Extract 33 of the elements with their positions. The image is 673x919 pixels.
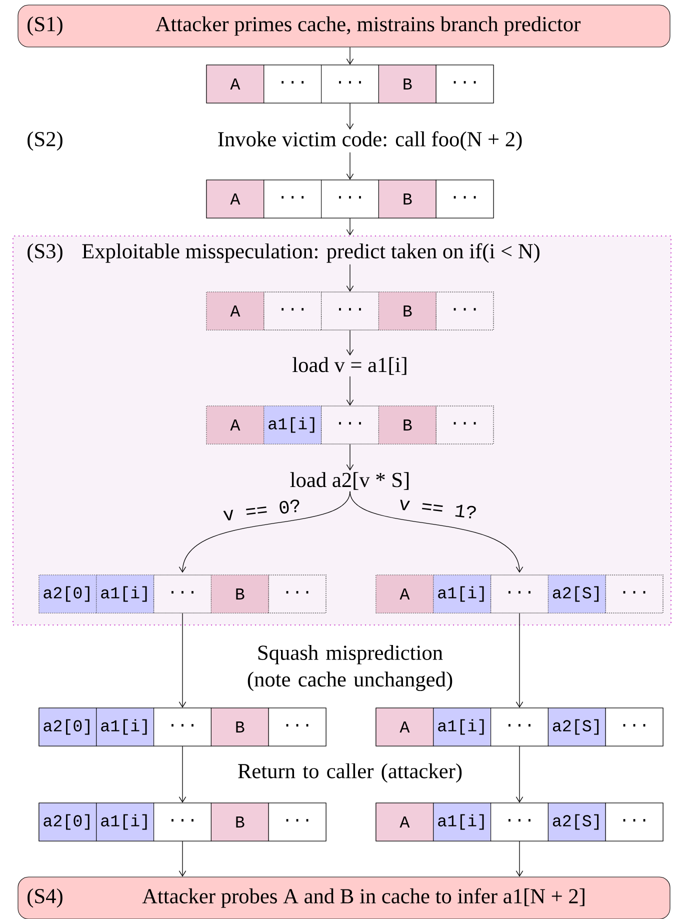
arrow bbox=[346, 330, 354, 356]
arrow bbox=[350, 491, 524, 573]
step-number: (S2) bbox=[28, 131, 62, 151]
arrow bbox=[346, 152, 354, 180]
note-text: Squash misprediction (note cache unchanged) bbox=[248, 644, 452, 692]
step-text: load v = a1[i] bbox=[292, 357, 406, 375]
cache-row bbox=[206, 292, 494, 330]
cache-row bbox=[206, 406, 494, 444]
arrow bbox=[346, 444, 354, 471]
arrow bbox=[516, 840, 524, 877]
arrow bbox=[178, 612, 186, 708]
note-text: Return to caller (attacker) bbox=[238, 763, 462, 783]
speculation-region bbox=[12, 235, 672, 626]
step-box: (S1) Attacker primes cache, mistrains branch predictor bbox=[18, 4, 670, 48]
step-number: (S3) bbox=[28, 243, 62, 263]
arrow bbox=[346, 46, 354, 65]
arrow bbox=[346, 218, 354, 236]
edge-label: v == 1? bbox=[400, 500, 476, 518]
cache-row bbox=[38, 574, 326, 614]
cache-row bbox=[376, 574, 664, 614]
arrow bbox=[178, 746, 186, 803]
arrow bbox=[178, 491, 350, 573]
arrow bbox=[346, 376, 354, 406]
arrow bbox=[516, 612, 524, 708]
arrow bbox=[516, 746, 524, 803]
step-text: load a2[v * S] bbox=[290, 472, 409, 490]
arrow bbox=[346, 102, 354, 130]
edge-label: v == 0? bbox=[223, 500, 300, 520]
step-text: Invoke victim code: call foo(N + 2) bbox=[218, 131, 522, 151]
arrow bbox=[178, 840, 186, 877]
step-title: Exploitable misspeculation: predict taken on if(i < N) bbox=[82, 243, 540, 263]
step-box: (S4) Attacker probes A and B in cache to infer a1[N + 2] bbox=[18, 876, 670, 919]
arrow bbox=[346, 264, 354, 292]
